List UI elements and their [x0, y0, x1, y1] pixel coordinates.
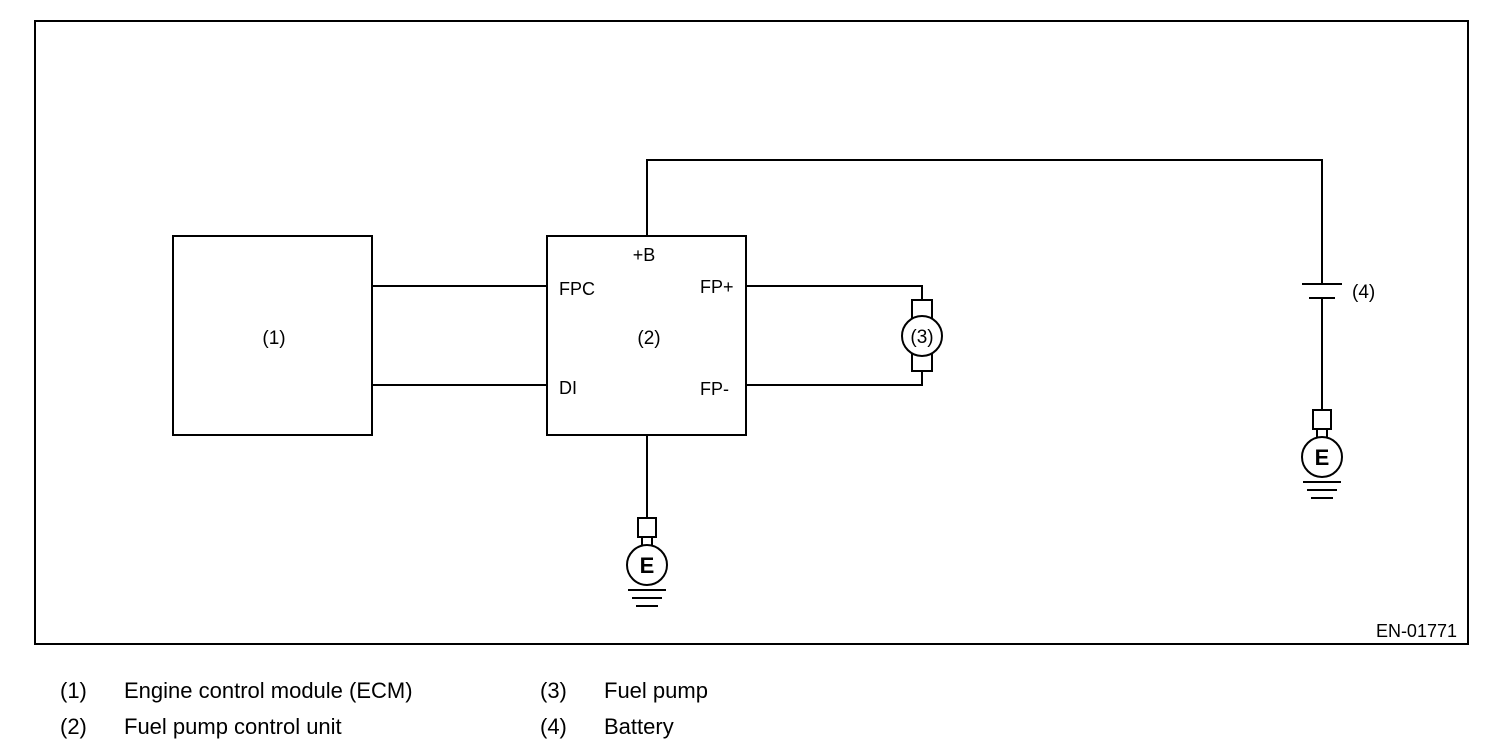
battery-ground-circle: [1301, 436, 1343, 478]
fuel-pump-icon: [901, 315, 943, 357]
terminal-fp-minus-label: FP-: [700, 379, 729, 399]
fp-minus-wire: [746, 371, 923, 386]
battery-ground-label: E: [1315, 445, 1330, 470]
legend-number: (2): [60, 714, 87, 739]
terminal-di-label: DI: [559, 378, 577, 398]
legend-text: Battery: [604, 714, 674, 739]
diagram-frame: [34, 20, 1469, 645]
ecm-label: (1): [262, 328, 285, 349]
figure-code: EN-01771: [1376, 621, 1457, 641]
terminal-fp-plus-label: FP+: [700, 277, 734, 297]
legend-text: Engine control module (ECM): [124, 678, 413, 703]
terminal-b-label: +B: [633, 245, 656, 265]
legend-number: (4): [540, 714, 567, 739]
ecm-box: [172, 235, 373, 436]
control-unit-ground-circle: [626, 544, 668, 586]
pump-label: (3): [910, 327, 933, 348]
battery-label: (4): [1352, 282, 1375, 303]
plus-b-wire: [646, 159, 1323, 283]
control-unit-ground-label: E: [640, 553, 655, 578]
legend-number: (3): [540, 678, 567, 703]
legend-text: Fuel pump control unit: [124, 714, 342, 739]
legend-number: (1): [60, 678, 87, 703]
control-unit-label: (2): [637, 328, 660, 349]
fp-plus-wire: [746, 285, 923, 300]
battery-ground-connector: [1312, 409, 1332, 430]
legend-text: Fuel pump: [604, 678, 708, 703]
control-unit-ground-connector: [637, 517, 657, 538]
terminal-fpc-label: FPC: [559, 279, 595, 299]
